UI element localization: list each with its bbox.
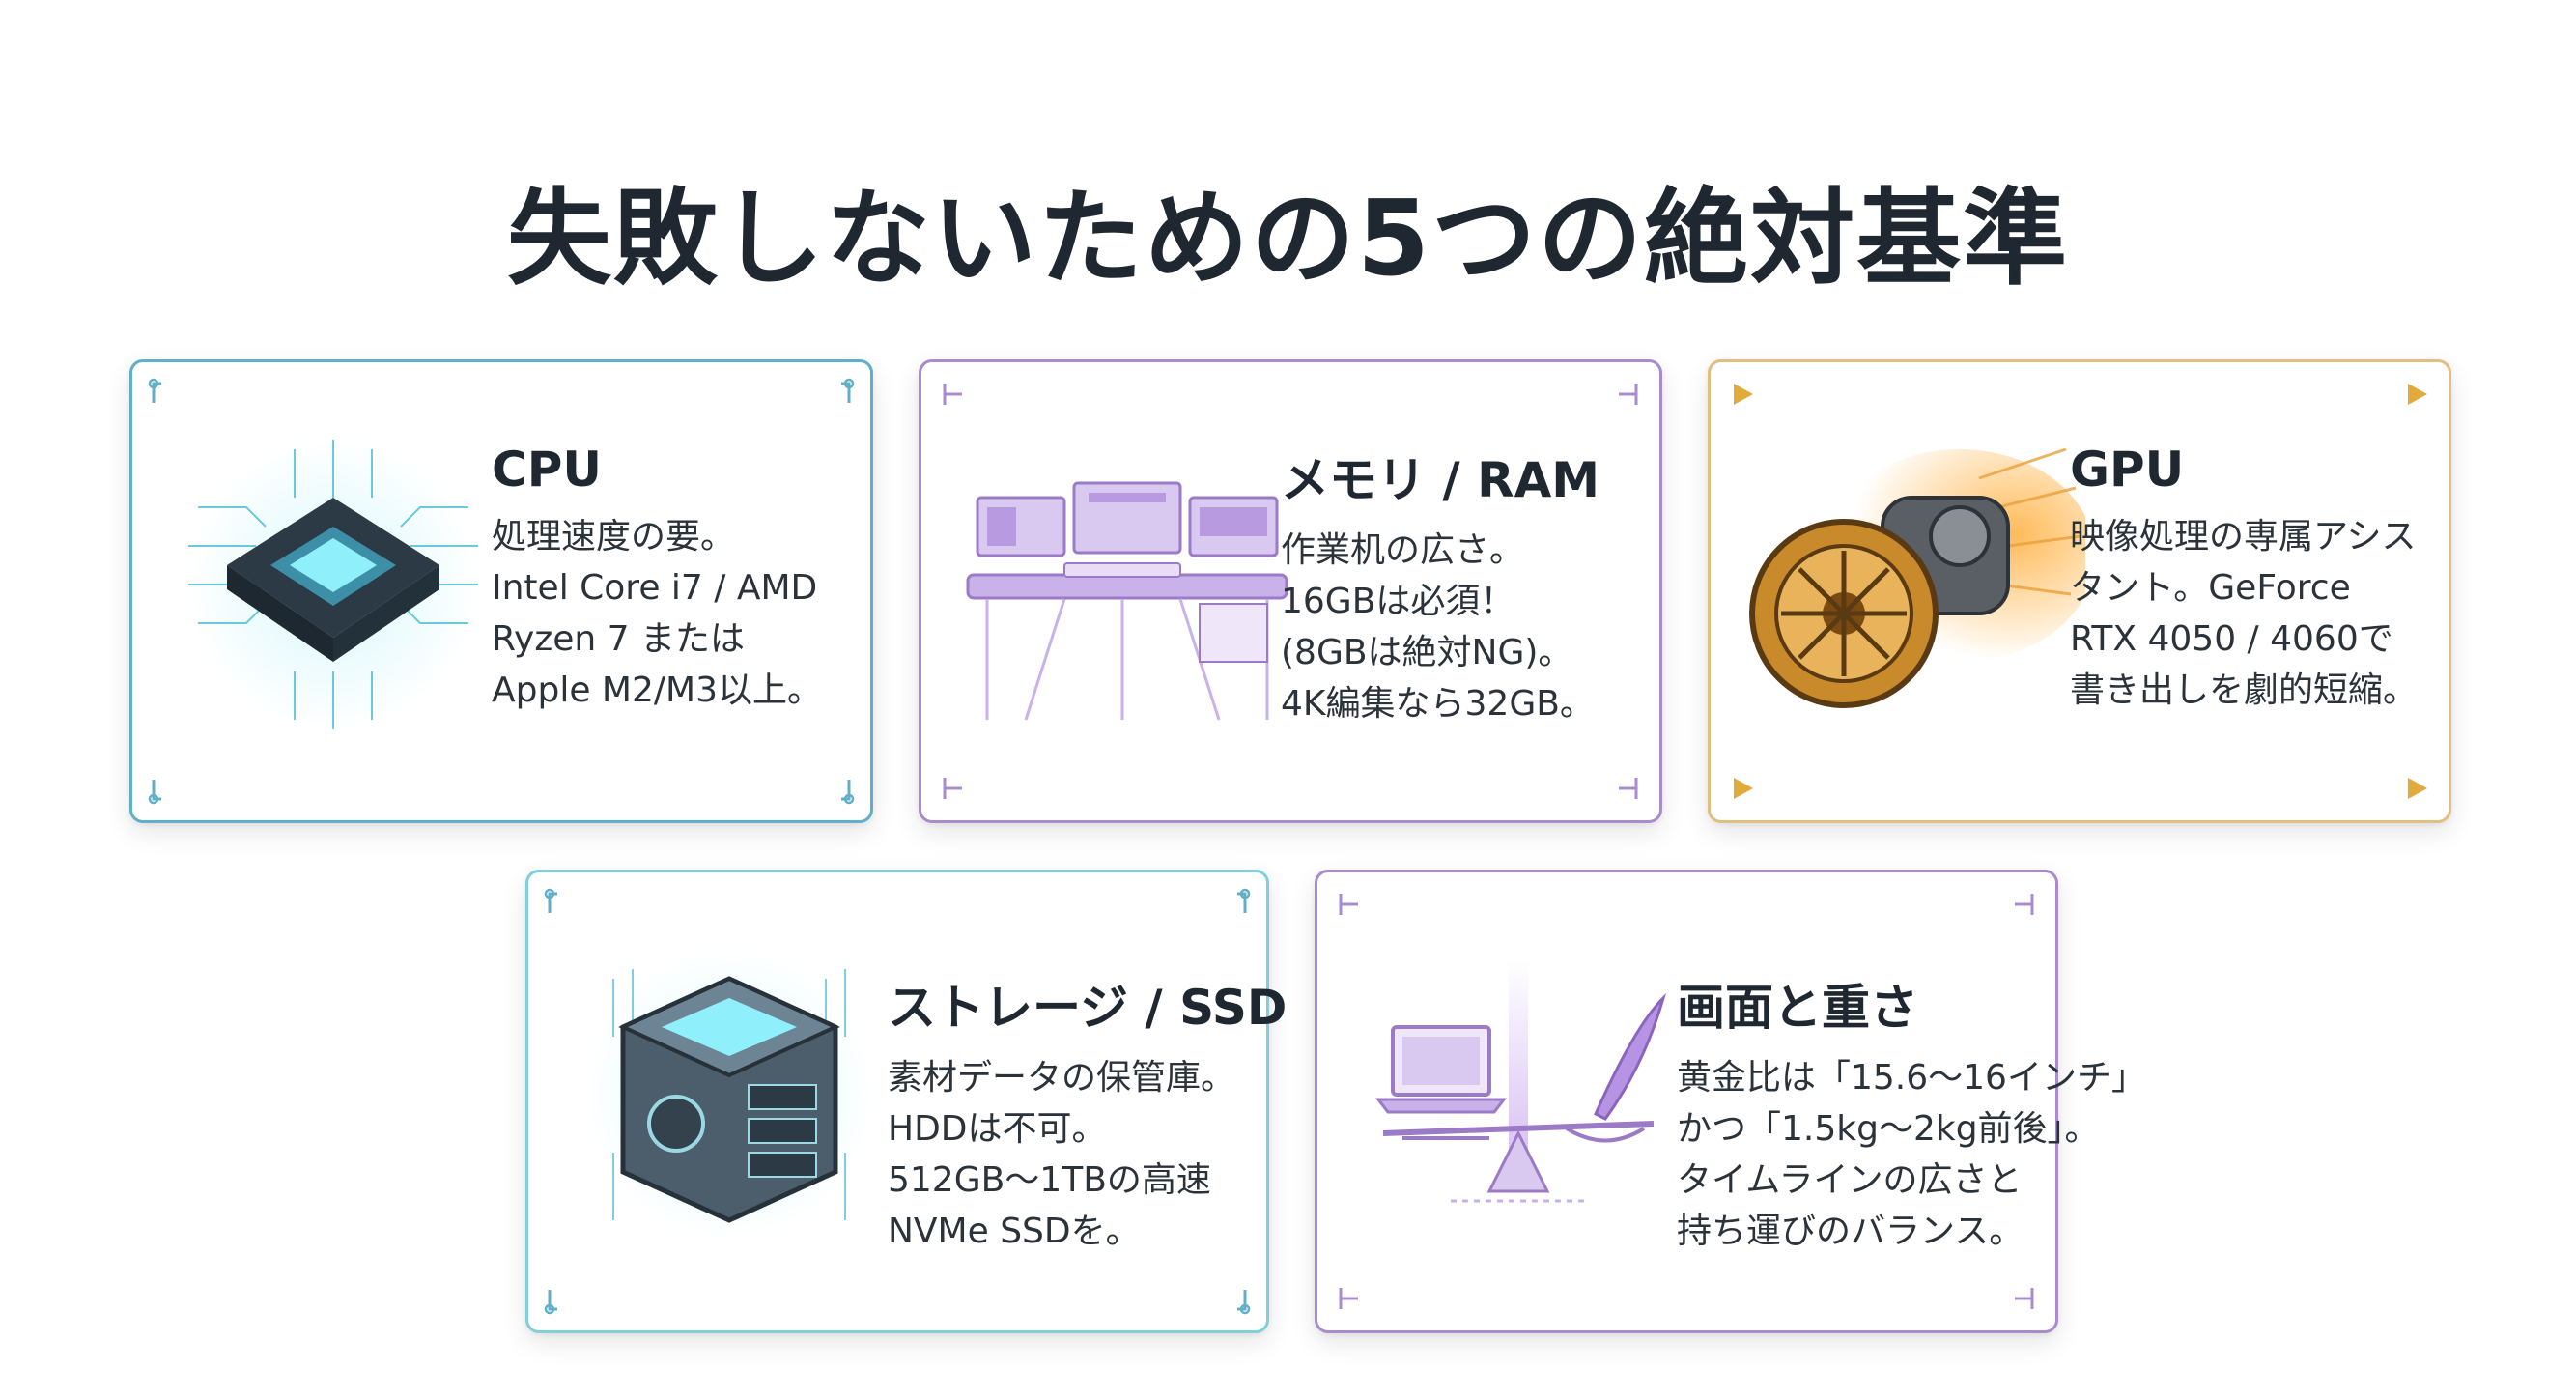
card-title: ストレージ / SSD: [888, 980, 1288, 1036]
corner-mark-icon: [1218, 888, 1251, 921]
card-text-line: 512GB～1TBの高速: [888, 1160, 1211, 1200]
storage-vault-icon: [555, 940, 903, 1249]
card-title: 画面と重さ: [1677, 980, 1918, 1036]
play-triangle-icon: [2400, 772, 2433, 805]
card-text-line: NVMe SSDを。: [888, 1212, 1141, 1251]
card-ram: メモリ / RAM 作業机の広さ。 16GBは必須！ (8GBは絶対NG)。 4…: [919, 359, 1662, 823]
corner-mark-icon: [822, 772, 855, 805]
workdesk-icon: [948, 430, 1296, 739]
card-text-line: 映像処理の専属アシス: [2070, 517, 2417, 557]
card-cpu: CPU 処理速度の要。 Intel Core i7 / AMD Ryzen 7 …: [129, 359, 873, 823]
corner-mark-icon: [937, 772, 970, 805]
card-text-line: (8GBは絶対NG)。: [1281, 633, 1573, 672]
card-text-line: 作業机の広さ。: [1281, 530, 1525, 570]
card-text-line: HDDは不可。: [888, 1109, 1107, 1149]
corner-mark-icon: [544, 1282, 577, 1315]
card-text-line: 処理速度の要。: [492, 517, 736, 557]
card-text-line: RTX 4050 / 4060で: [2070, 619, 2393, 659]
corner-mark-icon: [2007, 888, 2040, 921]
balance-scale-icon: [1345, 940, 1692, 1249]
corner-mark-icon: [148, 378, 181, 411]
card-text-line: Apple M2/M3以上。: [492, 671, 822, 710]
turbo-engine-icon: [1738, 430, 2085, 739]
corner-mark-icon: [1611, 772, 1644, 805]
card-ssd: ストレージ / SSD 素材データの保管庫。 HDDは不可。 512GB～1TB…: [525, 870, 1288, 1333]
page-title: 失敗しないための5つの絶対基準: [506, 179, 2070, 300]
card-text-line: Ryzen 7 または: [492, 619, 746, 659]
card-display-weight: 画面と重さ 黄金比は「15.6～16インチ」 かつ「1.5kg～2kg前後」。 …: [1315, 870, 2146, 1333]
card-text-line: タント。GeForce: [2070, 568, 2351, 608]
corner-mark-icon: [1218, 1282, 1251, 1315]
corner-mark-icon: [937, 378, 970, 411]
play-triangle-icon: [2400, 378, 2433, 411]
play-triangle-icon: [1726, 772, 1759, 805]
card-text-line: 素材データの保管庫。: [888, 1058, 1236, 1098]
card-text-line: 黄金比は「15.6～16インチ」: [1677, 1058, 2146, 1098]
card-title: メモリ / RAM: [1281, 452, 1600, 508]
corner-mark-icon: [1611, 378, 1644, 411]
corner-mark-icon: [1333, 1282, 1366, 1315]
corner-mark-icon: [148, 772, 181, 805]
corner-mark-icon: [2007, 1282, 2040, 1315]
corner-mark-icon: [1333, 888, 1366, 921]
card-text-line: タイムラインの広さと: [1677, 1160, 2023, 1200]
play-triangle-icon: [1726, 378, 1759, 411]
card-text-line: 4K編集なら32GB。: [1281, 684, 1595, 724]
cpu-chip-icon: [159, 430, 507, 739]
card-gpu: GPU 映像処理の専属アシス タント。GeForce RTX 4050 / 40…: [1708, 359, 2451, 823]
corner-mark-icon: [544, 888, 577, 921]
card-text-line: 持ち運びのバランス。: [1677, 1212, 2024, 1251]
card-text-line: かつ「1.5kg～2kg前後」。: [1677, 1109, 2100, 1149]
card-text-line: Intel Core i7 / AMD: [492, 568, 818, 608]
card-text-line: 16GBは必須！: [1281, 582, 1515, 621]
card-title: GPU: [2070, 442, 2185, 498]
corner-mark-icon: [822, 378, 855, 411]
card-text-line: 書き出しを劇的短縮。: [2070, 671, 2419, 710]
card-title: CPU: [492, 442, 602, 498]
